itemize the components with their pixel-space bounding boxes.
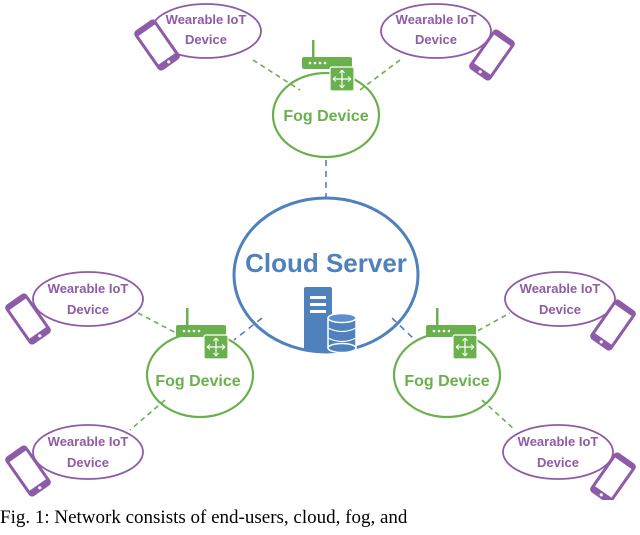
wearable-device-ellipse: [502, 424, 614, 480]
cloud-server-label: Cloud Server: [245, 248, 407, 278]
fog-device-ellipse: [271, 71, 381, 159]
fog-device-label: Fog Device: [283, 108, 368, 125]
cloud-server-node: Cloud Server: [232, 196, 420, 354]
router-icon: [302, 40, 355, 92]
router-icon: [176, 308, 229, 360]
phone-icon: [5, 445, 51, 497]
fog-device-label: Fog Device: [404, 373, 489, 390]
figure-caption: Fig. 1: Network consists of end-users, c…: [0, 507, 408, 528]
link-fog-left-wearable-4: [129, 399, 166, 431]
phone-icon: [469, 29, 515, 81]
fog-device-node: Fog Device: [392, 308, 502, 419]
phone-icon: [5, 293, 51, 345]
wearable-device-ellipse: [32, 424, 144, 480]
wearable-device-ellipse: [380, 3, 492, 59]
link-fog-top-wearable-1: [252, 59, 301, 91]
network-diagram: Cloud Server Fog Device: [5, 3, 636, 500]
link-fog-left-wearable-3: [137, 312, 181, 336]
phone-icon: [590, 452, 636, 500]
wearable-device-ellipse: [504, 271, 616, 327]
wearable-device-node: Wearable IoT Device: [380, 3, 515, 81]
fog-device-label: Fog Device: [155, 373, 240, 390]
wearable-device-label-line2: Device: [67, 455, 109, 470]
cloud-server-ellipse: [232, 196, 420, 354]
wearable-device-label-line1: Wearable IoT: [166, 12, 247, 27]
link-fog-right-wearable-6: [481, 399, 516, 431]
wearable-device-label-line1: Wearable IoT: [48, 434, 129, 449]
wearable-device-label-line2: Device: [185, 32, 227, 47]
router-icon: [426, 308, 478, 360]
wearable-device-label-line1: Wearable IoT: [520, 281, 601, 296]
wearable-device-ellipse: [32, 271, 144, 327]
wearable-device-node: Wearable IoT Device: [502, 424, 636, 500]
link-fog-right-wearable-5: [469, 312, 511, 336]
phone-icon: [590, 299, 636, 351]
phone-icon: [134, 19, 180, 71]
connector-lines: [129, 59, 516, 431]
wearable-device-node: Wearable IoT Device: [134, 3, 262, 71]
link-cloud-fog-left: [233, 317, 263, 341]
wearable-device-label-line2: Device: [67, 302, 109, 317]
link-cloud-fog-right: [391, 317, 416, 341]
wearable-device-label-line1: Wearable IoT: [396, 12, 477, 27]
wearable-device-label-line1: Wearable IoT: [48, 281, 129, 296]
link-fog-top-wearable-2: [359, 59, 401, 91]
fog-device-node: Fog Device: [271, 40, 381, 159]
wearable-device-label-line2: Device: [537, 455, 579, 470]
fog-device-node: Fog Device: [145, 308, 255, 419]
wearable-device-label-line2: Device: [415, 32, 457, 47]
wearable-device-node: Wearable IoT Device: [504, 271, 636, 351]
wearable-device-label-line1: Wearable IoT: [518, 434, 599, 449]
wearable-device-label-line2: Device: [539, 302, 581, 317]
wearable-device-node: Wearable IoT Device: [5, 271, 144, 345]
server-database-icon: [304, 287, 357, 354]
wearable-device-node: Wearable IoT Device: [5, 424, 144, 497]
